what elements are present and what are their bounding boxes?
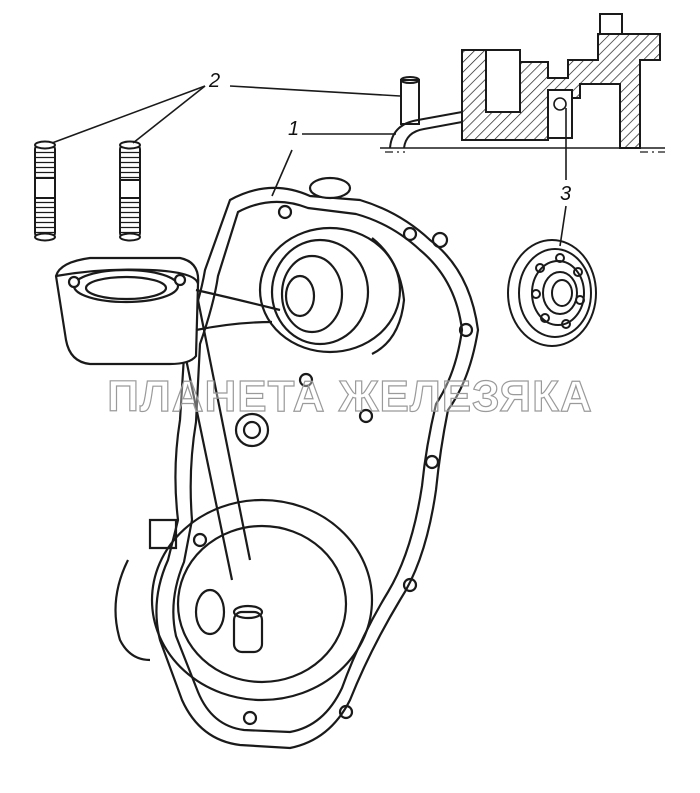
outlet-flange <box>54 256 281 366</box>
stud-left <box>34 140 56 242</box>
housing-cover <box>114 176 480 750</box>
ball-bearing <box>507 239 597 347</box>
section-stud <box>400 79 420 125</box>
leader-1b <box>271 149 293 197</box>
leader-2c <box>229 85 401 97</box>
callout-part-1: 1 <box>288 118 300 140</box>
leader-2b <box>132 85 206 144</box>
callout-part-3: 3 <box>560 183 572 205</box>
section-view <box>380 13 665 153</box>
stud-right <box>119 140 141 242</box>
leader-3b <box>559 205 567 247</box>
leader-2a <box>51 85 206 144</box>
callout-part-2: 2 <box>209 70 221 92</box>
leader-lines <box>51 85 567 247</box>
section-bearing <box>547 89 573 139</box>
